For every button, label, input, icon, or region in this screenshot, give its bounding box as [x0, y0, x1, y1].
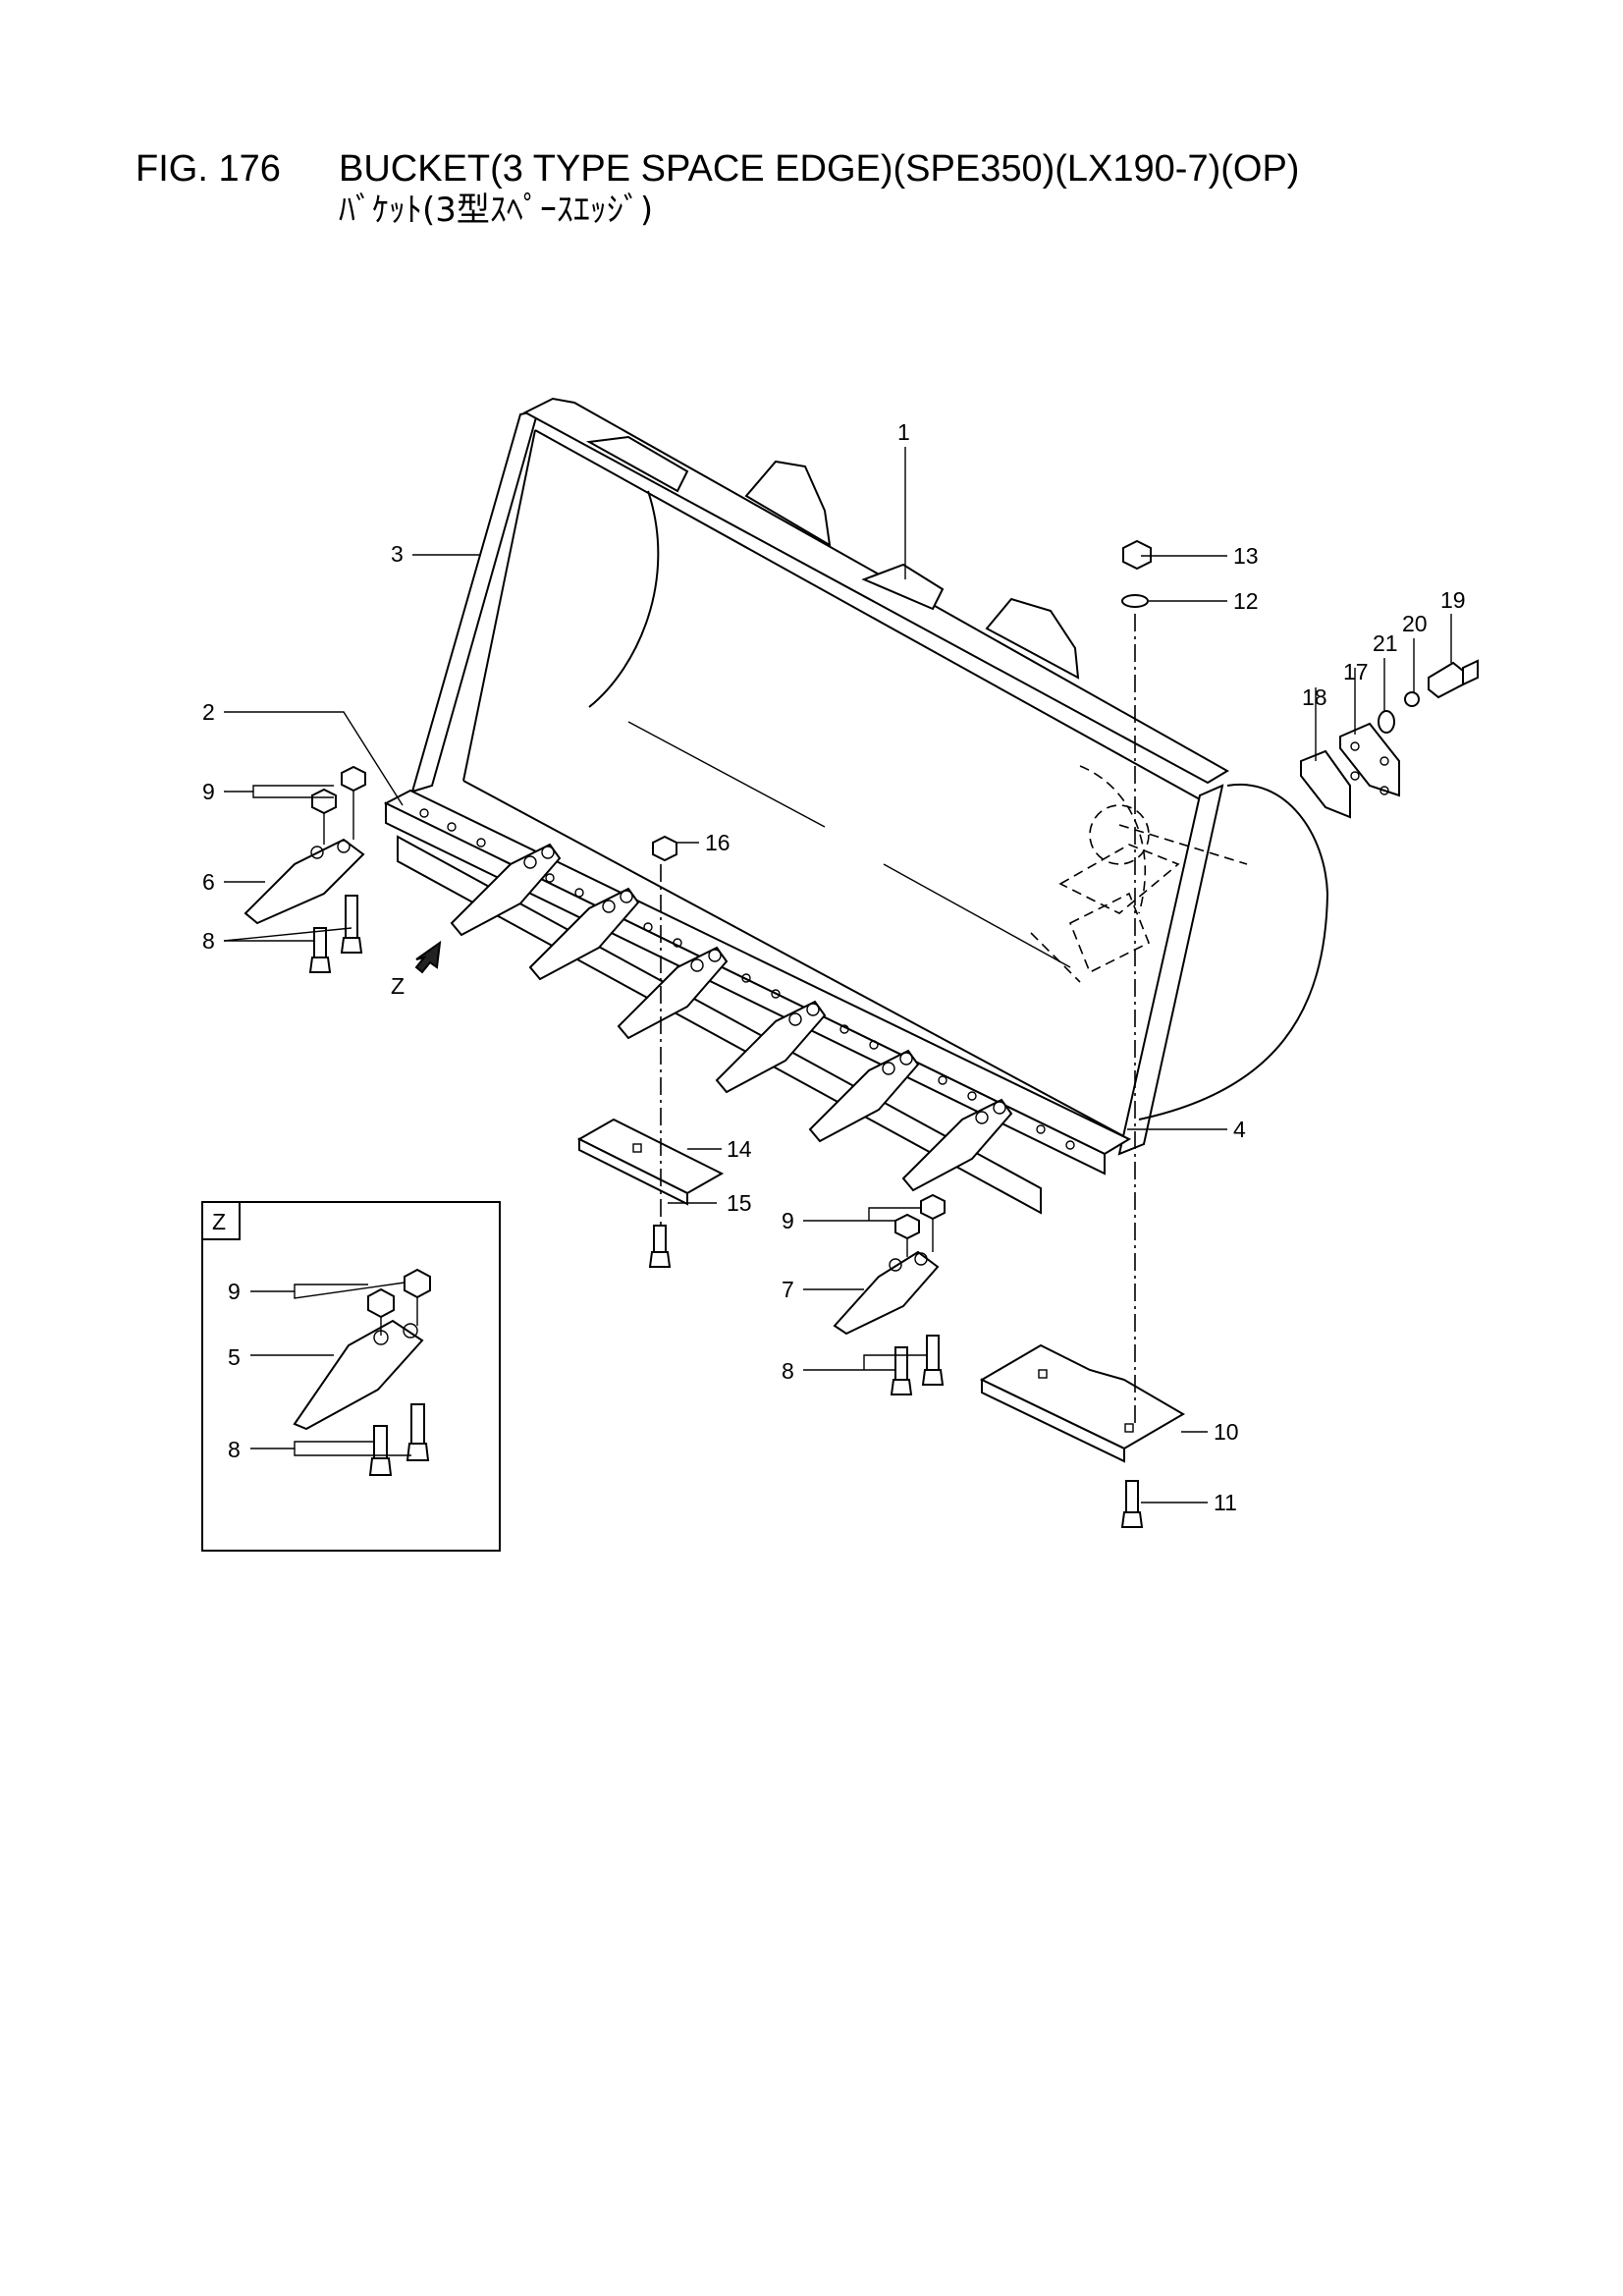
callout-labels: 1 2 3 4 5 6 7 8 8 8 9 9 9 10 11 12 13 14… — [202, 419, 1466, 1515]
callout-5: 5 — [228, 1344, 241, 1370]
tooth-3 — [617, 946, 729, 1040]
detail-box-z — [201, 1201, 501, 1552]
callout-11: 11 — [1214, 1490, 1237, 1515]
edge-teeth — [450, 843, 1013, 1192]
callout-19: 19 — [1440, 587, 1466, 613]
callout-9-detail: 9 — [228, 1279, 241, 1304]
callout-4: 4 — [1233, 1117, 1246, 1142]
callout-8-left: 8 — [202, 928, 215, 954]
callout-15: 15 — [727, 1190, 752, 1216]
callout-13: 13 — [1233, 543, 1259, 569]
callout-9-left: 9 — [202, 779, 215, 804]
callout-12: 12 — [1233, 588, 1259, 614]
exploded-tooth-left — [243, 765, 366, 973]
exploded-tooth-right — [833, 1193, 946, 1395]
tooth-6 — [901, 1098, 1013, 1192]
figure-title: BUCKET(3 TYPE SPACE EDGE)(SPE350)(LX190-… — [339, 148, 1300, 190]
callout-16: 16 — [705, 830, 730, 855]
view-z-label: Z — [391, 973, 405, 999]
callout-1: 1 — [897, 419, 910, 445]
callout-8-detail: 8 — [228, 1437, 241, 1462]
callout-21: 21 — [1373, 630, 1398, 656]
callout-20: 20 — [1402, 611, 1428, 636]
callout-14: 14 — [727, 1136, 752, 1162]
tooth-1 — [450, 843, 562, 937]
callout-6: 6 — [202, 869, 215, 895]
callout-2: 2 — [202, 699, 215, 725]
figure-title-line: FIG. 176 BUCKET(3 TYPE SPACE EDGE)(SPE350… — [135, 147, 1299, 191]
tooth-4 — [715, 1000, 827, 1094]
callout-8-right: 8 — [782, 1358, 794, 1384]
bracket-assembly — [1300, 659, 1479, 819]
tooth-5 — [808, 1049, 920, 1143]
tooth-2 — [528, 887, 640, 981]
callout-3: 3 — [391, 541, 404, 567]
view-z-arrow — [414, 940, 442, 974]
callout-9-right: 9 — [782, 1208, 794, 1233]
detail-box-z-label: Z — [212, 1209, 226, 1234]
edge-bolt-holes — [419, 808, 1075, 1150]
wear-plate-14 — [576, 835, 725, 1268]
leader-lines — [223, 447, 1452, 1503]
callout-18: 18 — [1302, 684, 1327, 710]
figure-header: FIG. 176 BUCKET(3 TYPE SPACE EDGE)(SPE350… — [135, 147, 1299, 230]
callout-10: 10 — [1214, 1419, 1239, 1445]
figure-number: FIG. 176 — [135, 148, 281, 190]
side-wear-plate-10 — [979, 539, 1185, 1528]
figure-subtitle: ﾊﾞｹｯﾄ(3型ｽﾍﾟｰｽｴｯｼﾞ) — [339, 191, 654, 230]
callout-7: 7 — [782, 1277, 794, 1302]
callout-17: 17 — [1343, 659, 1369, 684]
